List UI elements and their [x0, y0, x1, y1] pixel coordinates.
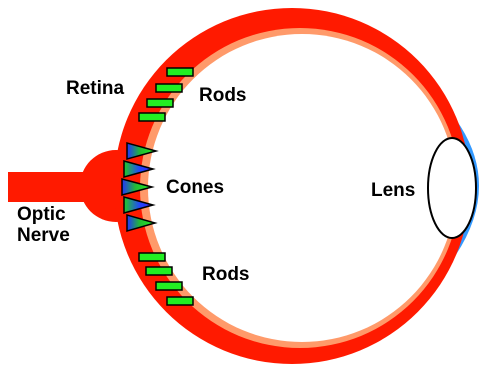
cones-label: Cones — [166, 178, 224, 197]
optic-nerve-label-line2: Nerve — [17, 225, 70, 246]
rod — [156, 84, 182, 92]
rod — [167, 297, 193, 305]
rod — [146, 267, 172, 275]
rod — [156, 282, 182, 290]
rod — [139, 253, 165, 261]
lens — [428, 138, 476, 238]
rods-top-label: Rods — [199, 86, 247, 105]
rod — [167, 68, 193, 76]
optic-nerve-label-line1: Optic — [17, 204, 70, 225]
lens-label: Lens — [371, 181, 415, 200]
retina-label: Retina — [66, 79, 124, 98]
rods-bottom-label: Rods — [202, 265, 250, 284]
rod — [147, 99, 173, 107]
rod — [139, 113, 165, 121]
optic-nerve-label: Optic Nerve — [17, 204, 70, 246]
